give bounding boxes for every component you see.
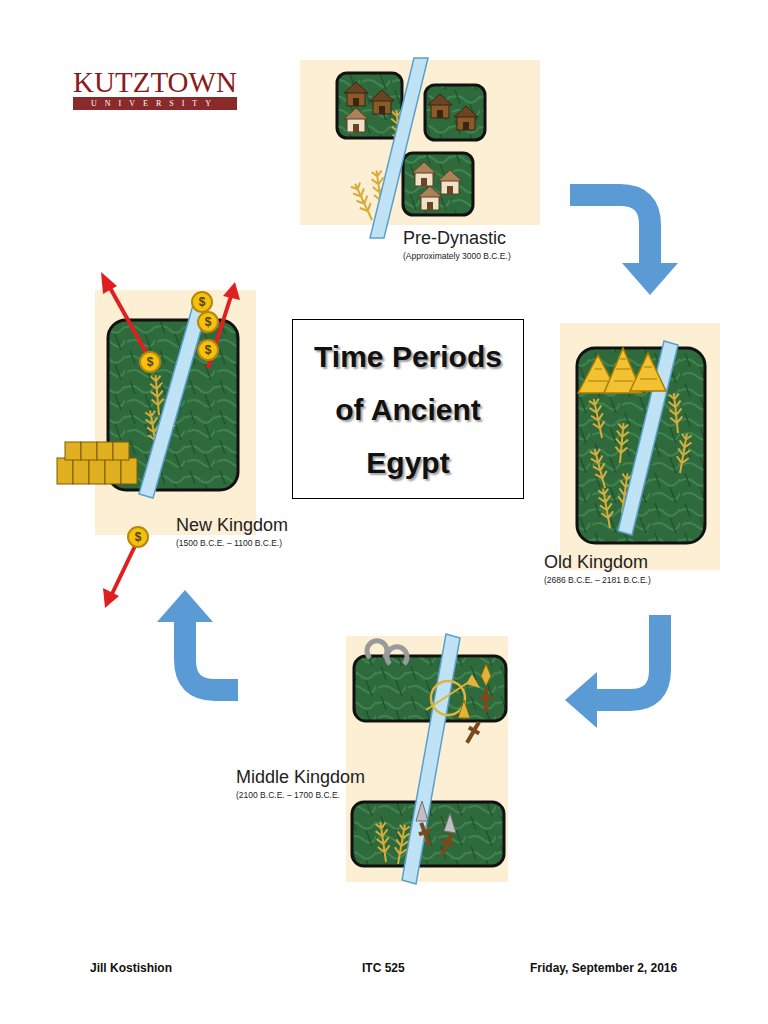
- coin-symbol: $: [198, 342, 218, 358]
- footer-author: Jill Kostishion: [90, 961, 172, 976]
- coin-symbol: $: [198, 314, 218, 330]
- arrow-shaft: [595, 615, 660, 700]
- flow-arrow: [565, 615, 660, 728]
- footer-date: Friday, September 2, 2016: [530, 961, 677, 976]
- period-dates: (2686 B.C.E. – 2181 B.C.E.): [544, 575, 651, 586]
- arrow-shaft: [570, 195, 650, 265]
- period-name: New Kingdom: [176, 514, 288, 536]
- coin-symbol: $: [192, 294, 212, 310]
- title-box: Time Periods of Ancient Egypt: [292, 319, 524, 499]
- period-panel: Pre-Dynastic(Approximately 3000 B.C.E.): [300, 60, 540, 225]
- arrow-head: [157, 590, 213, 622]
- arrow-head: [565, 672, 597, 728]
- coin-symbol: $: [140, 354, 160, 370]
- coin-symbol: $: [128, 529, 148, 545]
- logo-wordmark: KUTZTOWN: [73, 66, 237, 98]
- flow-arrow: [157, 590, 238, 690]
- period-dates: (Approximately 3000 B.C.E.): [403, 251, 511, 262]
- diagram-title: Time Periods of Ancient Egypt: [307, 330, 509, 489]
- period-panel: Middle Kingdom(2100 B.C.E. – 1700 B.C.E.: [346, 636, 508, 882]
- flow-arrow: [570, 195, 678, 295]
- period-name: Old Kingdom: [544, 551, 648, 573]
- logo-subtitle: UNIVERSITY: [73, 98, 237, 109]
- period-dates: (1500 B.C.E. – 1100 B.C.E.): [176, 538, 282, 549]
- period-dates: (2100 B.C.E. – 1700 B.C.E.: [236, 790, 340, 801]
- period-panel: New Kingdom(1500 B.C.E. – 1100 B.C.E.): [95, 290, 256, 535]
- period-name: Middle Kingdom: [236, 766, 365, 788]
- arrow-head: [622, 263, 678, 295]
- arrow-shaft: [185, 620, 238, 690]
- period-name: Pre-Dynastic: [403, 227, 506, 249]
- period-panel: Old Kingdom(2686 B.C.E. – 2181 B.C.E.): [560, 323, 720, 570]
- footer-course: ITC 525: [362, 961, 405, 976]
